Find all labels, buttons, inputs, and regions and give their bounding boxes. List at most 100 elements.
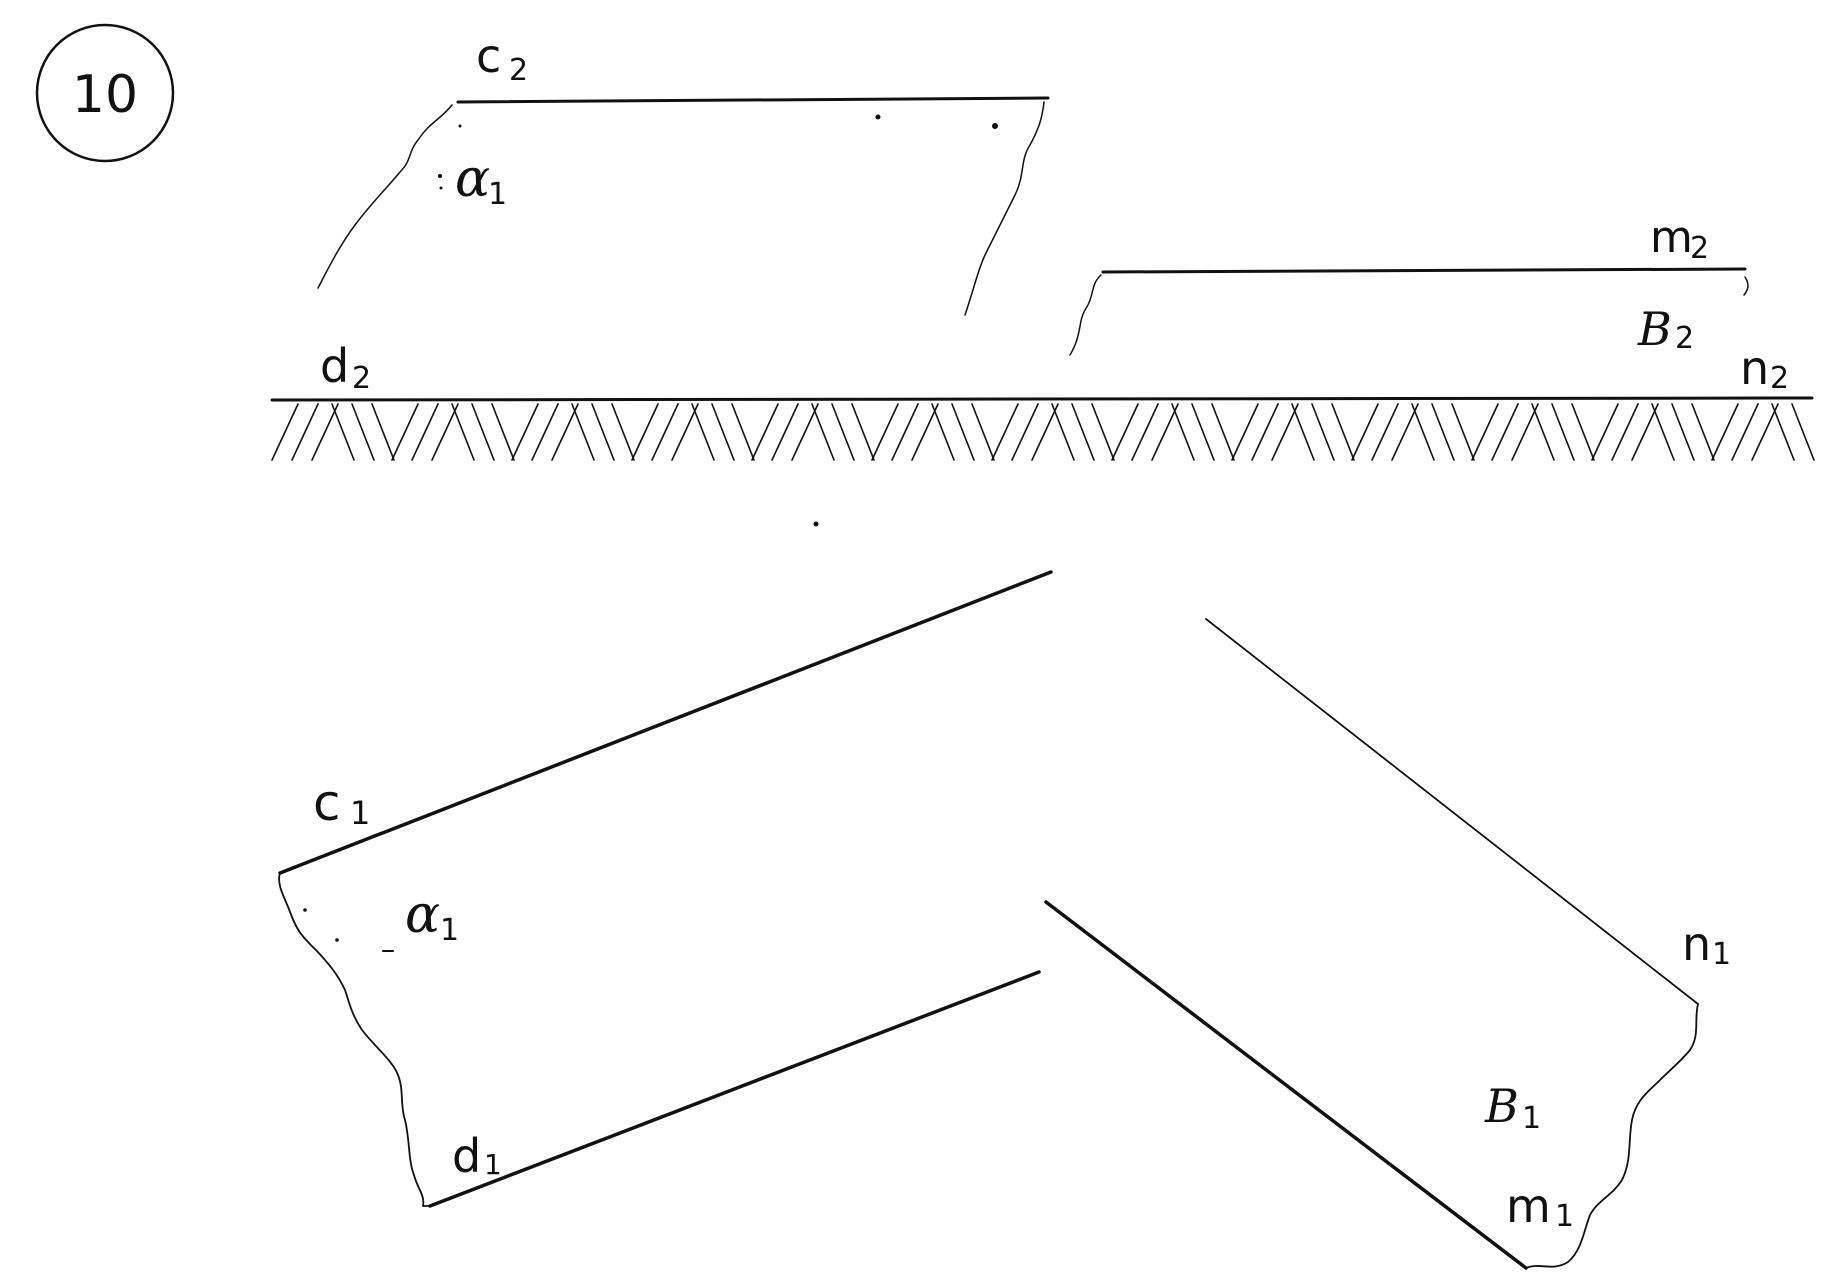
hatch-stroke bbox=[771, 403, 799, 461]
hatch-stroke bbox=[871, 403, 899, 461]
alpha-top-left-break-edge bbox=[317, 104, 453, 289]
hatch-stroke bbox=[571, 403, 595, 461]
hatch-stroke bbox=[311, 403, 339, 461]
hatch-stroke bbox=[471, 403, 495, 461]
hatch-stroke bbox=[1071, 403, 1095, 461]
label-c2: c 2 bbox=[476, 29, 528, 88]
hatch-stroke bbox=[511, 403, 539, 461]
hatch-stroke bbox=[1751, 403, 1779, 461]
hatch-stroke bbox=[1371, 403, 1399, 461]
hatch-stroke bbox=[391, 403, 419, 461]
line-c1 bbox=[278, 570, 1053, 875]
label-d2: d 2 bbox=[320, 339, 371, 396]
hatch-stroke bbox=[1111, 403, 1139, 461]
hatch-stroke bbox=[1131, 403, 1159, 461]
svg-text:2: 2 bbox=[1770, 361, 1789, 396]
hatch-stroke bbox=[791, 403, 819, 461]
label-m1: m 1 bbox=[1506, 1179, 1574, 1234]
ground-line bbox=[270, 396, 1814, 402]
hatch-stroke bbox=[1551, 403, 1575, 461]
hatch-stroke bbox=[751, 403, 779, 461]
svg-text:1: 1 bbox=[1712, 937, 1731, 972]
svg-text:1: 1 bbox=[350, 794, 370, 832]
svg-text:c: c bbox=[313, 774, 341, 832]
hatch-stroke bbox=[1011, 403, 1039, 461]
hatch-stroke bbox=[1311, 403, 1335, 461]
hatch-stroke bbox=[1491, 403, 1519, 461]
hatch-stroke bbox=[1091, 403, 1115, 461]
hatch-stroke bbox=[451, 403, 475, 461]
figure-number: 10 bbox=[72, 65, 138, 125]
hatch-stroke bbox=[611, 403, 635, 461]
hatch-stroke bbox=[531, 403, 559, 461]
hatch-stroke bbox=[1411, 403, 1435, 461]
hatch-stroke bbox=[371, 403, 395, 461]
svg-text:n: n bbox=[1740, 341, 1769, 395]
hatch-stroke bbox=[411, 403, 439, 461]
hatch-stroke bbox=[931, 403, 955, 461]
svg-text:1: 1 bbox=[440, 913, 459, 948]
hatch-stroke bbox=[631, 403, 659, 461]
svg-text:n: n bbox=[1682, 917, 1711, 971]
hatch-stroke bbox=[1571, 403, 1595, 461]
label-m2: m 2 bbox=[1650, 212, 1709, 266]
hatch-stroke bbox=[331, 403, 355, 461]
svg-text:α: α bbox=[455, 149, 490, 209]
hatch-stroke bbox=[1511, 403, 1539, 461]
beta-top-break-edge bbox=[1069, 274, 1102, 356]
line-c2 bbox=[456, 96, 1050, 104]
hatch-stroke bbox=[1151, 403, 1179, 461]
hatch-stroke bbox=[1051, 403, 1075, 461]
hatch-stroke bbox=[811, 403, 835, 461]
hatch-stroke bbox=[1691, 403, 1715, 461]
hatch-stroke bbox=[1391, 403, 1419, 461]
hatch-stroke bbox=[1331, 403, 1355, 461]
label-d1: d 1 bbox=[452, 1129, 502, 1183]
hatch-stroke bbox=[731, 403, 755, 461]
beta-top-right-tick bbox=[1743, 276, 1749, 296]
hatch-stroke bbox=[1611, 403, 1639, 461]
hatch-stroke bbox=[1471, 403, 1499, 461]
hatch-stroke bbox=[1591, 403, 1619, 461]
alpha-top-dots bbox=[438, 114, 998, 190]
label-beta2: B 2 bbox=[1637, 302, 1694, 356]
svg-text:B: B bbox=[1484, 1079, 1519, 1133]
hatch-stroke bbox=[711, 403, 735, 461]
svg-text:2: 2 bbox=[1690, 231, 1709, 266]
line-n1 bbox=[1205, 618, 1699, 1005]
hatch-stroke bbox=[1271, 403, 1299, 461]
hatch-stroke bbox=[551, 403, 579, 461]
label-c1: c 1 bbox=[313, 774, 370, 832]
svg-text:1: 1 bbox=[1555, 1199, 1574, 1234]
hatch-stroke bbox=[851, 403, 875, 461]
svg-text:d: d bbox=[320, 339, 349, 393]
svg-text:2: 2 bbox=[352, 361, 371, 396]
line-d1 bbox=[428, 970, 1041, 1208]
hatch-stroke bbox=[1791, 403, 1815, 461]
beta-bottom-break-edge bbox=[1525, 1003, 1699, 1269]
hatch-stroke bbox=[271, 403, 299, 461]
hatch-stroke bbox=[691, 403, 715, 461]
line-m2 bbox=[1101, 267, 1747, 274]
label-alpha-bottom: α 1 bbox=[405, 885, 459, 948]
hatch-stroke bbox=[951, 403, 975, 461]
svg-text:m: m bbox=[1506, 1179, 1551, 1233]
hatch-stroke bbox=[431, 403, 459, 461]
hatch-stroke bbox=[891, 403, 919, 461]
hatch-stroke bbox=[1231, 403, 1259, 461]
hatch-stroke bbox=[291, 403, 319, 461]
alpha-top-right-break-edge bbox=[964, 101, 1045, 316]
hatch-stroke bbox=[1731, 403, 1759, 461]
svg-text:c: c bbox=[476, 29, 501, 83]
stray-dot bbox=[813, 521, 819, 527]
hatch-stroke bbox=[351, 403, 375, 461]
hatch-stroke bbox=[911, 403, 939, 461]
svg-text:1: 1 bbox=[1522, 1101, 1541, 1136]
hatch-stroke bbox=[1351, 403, 1379, 461]
hatch-stroke bbox=[651, 403, 679, 461]
svg-text:α: α bbox=[405, 885, 440, 945]
hatch-stroke bbox=[1451, 403, 1475, 461]
hatch-stroke bbox=[591, 403, 615, 461]
hatch-stroke bbox=[1531, 403, 1555, 461]
